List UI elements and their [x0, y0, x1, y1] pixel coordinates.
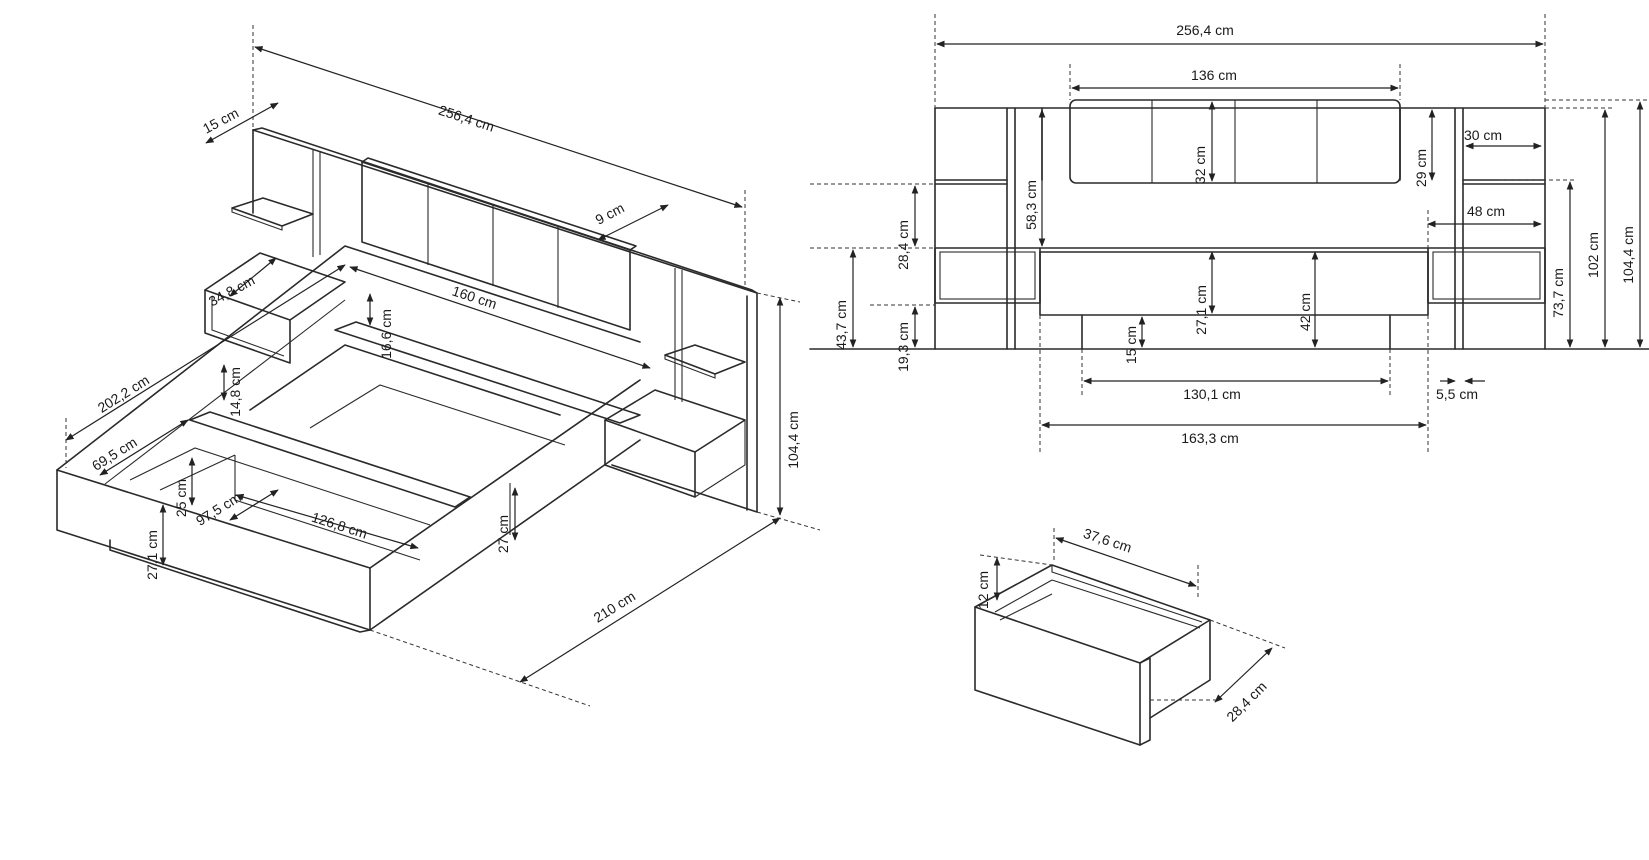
iso-side-height-label: 27 cm [495, 515, 511, 553]
iso-total-depth-label: 210 cm [591, 588, 638, 626]
front-height-102-label: 102 cm [1585, 232, 1601, 278]
front-side-cushion-height-label: 29 cm [1413, 149, 1429, 187]
iso-panel-thickness-label: 9 cm [593, 199, 627, 227]
front-foot-height-label: 15 cm [1123, 326, 1139, 364]
drawer-dimensions: 37,6 cm 12 cm 28,4 cm [975, 525, 1286, 725]
drawer-depth-label: 28,4 cm [1223, 678, 1270, 725]
front-mid-height-label: 42 cm [1297, 293, 1313, 331]
iso-mattress-width-label: 160 cm [450, 283, 499, 312]
iso-headboard-width-label: 256,4 cm [437, 102, 497, 135]
iso-panel-height-label: 16,6 cm [378, 309, 394, 359]
front-view [809, 99, 1649, 350]
drawer-width-label: 37,6 cm [1081, 525, 1133, 556]
iso-drawer-height-label: 25 cm [173, 479, 189, 517]
front-cushion-height-label: 32 cm [1192, 146, 1208, 184]
iso-nightstand-depth-label: 34,8 cm [206, 272, 257, 310]
front-height-73-label: 73,7 cm [1550, 268, 1566, 318]
iso-base-height-label: 27,1 cm [144, 530, 160, 580]
front-outer-width-label: 163,3 cm [1181, 430, 1239, 446]
front-upper-height-label: 58,3 cm [1023, 180, 1039, 230]
front-cushion-width-label: 136 cm [1191, 67, 1237, 83]
front-view-dimensions: 256,4 cm 136 cm 32 cm 58,3 cm 29 cm 30 c… [810, 14, 1649, 455]
front-nightstand-width-label: 48 cm [1467, 203, 1505, 219]
front-panel-height-label: 27,1 cm [1193, 285, 1209, 335]
front-total-width-label: 256,4 cm [1176, 22, 1234, 38]
front-gap-label: 5,5 cm [1436, 386, 1478, 402]
front-shelf-width-label: 30 cm [1464, 127, 1502, 143]
iso-drawer-width-label: 97,5 cm [193, 489, 244, 529]
front-leg-height-label: 19,3 cm [895, 322, 911, 372]
iso-total-height-label: 104,4 cm [785, 411, 801, 469]
drawer-height-label: 12 cm [975, 571, 991, 609]
drawer-view [974, 564, 1211, 746]
iso-total-length-label: 202,2 cm [95, 372, 152, 416]
iso-frame-length-label: 126,8 cm [310, 509, 370, 542]
front-total-height-label: 104,4 cm [1620, 226, 1636, 284]
front-bed-height-label: 43,7 cm [833, 300, 849, 350]
front-shelf-height-label: 28,4 cm [895, 220, 911, 270]
front-inner-width-label: 130,1 cm [1183, 386, 1241, 402]
iso-nightstand-height-label: 14,8 cm [227, 367, 243, 417]
iso-shelf-depth-label: 15 cm [200, 105, 241, 137]
